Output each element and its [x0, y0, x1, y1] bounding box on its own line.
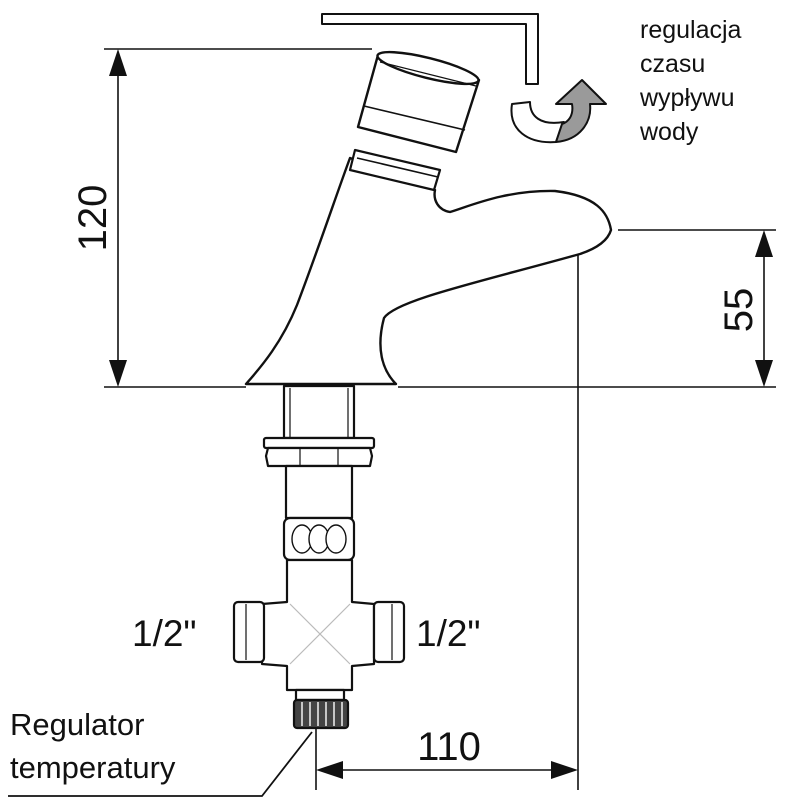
faucet-stem-assembly: [262, 384, 376, 562]
regulator-label-line-2: temperatury: [10, 750, 176, 785]
dimension-120-label: 120: [71, 185, 115, 252]
faucet-spout: [244, 156, 613, 386]
dimension-110-label: 110: [417, 725, 481, 769]
mounting-nut: [264, 446, 374, 468]
threaded-stem: [282, 384, 356, 440]
flow-time-line-1: regulacja: [640, 16, 742, 44]
rotate-arrow-icon: [510, 79, 607, 144]
inlet-port-left: [232, 600, 266, 664]
mixing-cross: [232, 558, 406, 730]
dimension-55: 55: [398, 229, 776, 388]
dimension-55-label: 55: [717, 288, 761, 333]
inlet-port-right: [372, 600, 406, 664]
faucet-body: [244, 50, 613, 386]
hex-key-icon: [321, 13, 539, 85]
flow-time-line-2: czasu: [640, 50, 705, 78]
flow-time-line-3: wypływu: [639, 84, 734, 112]
regulator-label-line-1: Regulator: [10, 707, 144, 742]
dimension-120: 120: [71, 48, 372, 388]
dimension-110: 110: [315, 252, 579, 790]
flow-time-line-4: wody: [639, 118, 699, 146]
temperature-regulator-callout: Regulator temperatury: [8, 707, 313, 797]
lower-stem: [284, 464, 354, 520]
push-button-collar: [348, 148, 442, 192]
washer: [262, 436, 376, 450]
flow-time-callout: regulacja czasu wypływu wody: [639, 16, 742, 146]
connection-label-right: 1/2": [416, 613, 481, 654]
connection-label-left: 1/2": [132, 613, 197, 654]
